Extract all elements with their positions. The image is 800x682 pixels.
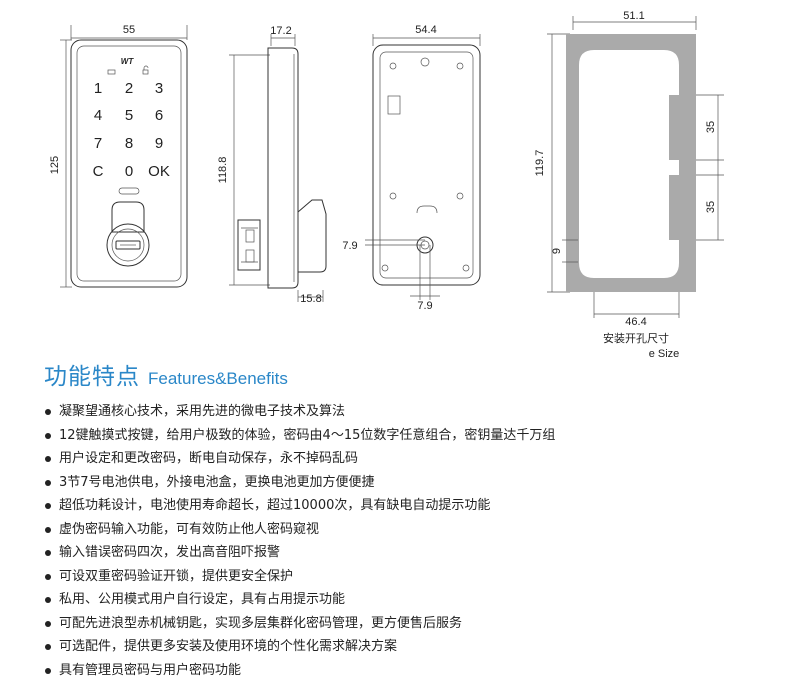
side-bottom-label: 15.8	[300, 293, 321, 305]
feature-item: 凝聚望通核心技术，采用先进的微电子技术及算法	[42, 400, 555, 424]
key-1: 1	[94, 80, 102, 97]
cutout-caption-en: e Size	[649, 348, 680, 360]
section-heading: 功能特点 Features&Benefits	[44, 357, 288, 391]
key-9: 9	[155, 135, 163, 152]
back-view: 54.4 7.9 7.9	[342, 24, 480, 312]
key-4: 4	[94, 107, 102, 124]
cutout-segment-label-2: 35	[705, 201, 717, 213]
front-height-label: 125	[49, 156, 61, 174]
feature-item: 用户设定和更改密码，断电自动保存，永不掉码乱码	[42, 447, 555, 471]
key-0: 0	[125, 163, 133, 180]
feature-item: 输入错误密码四次，发出高音阻吓报警	[42, 541, 555, 565]
feature-item: 虚伪密码输入功能，可有效防止他人密码窥视	[42, 518, 555, 542]
side-height-label: 118.8	[217, 157, 229, 184]
feature-item: 具有管理员密码与用户密码功能	[42, 659, 555, 682]
key-7: 7	[94, 135, 102, 152]
key-5: 5	[125, 107, 133, 124]
feature-item: 3节7号电池供电，外接电池盒，更换电池更加方便便捷	[42, 471, 555, 495]
cutout-small-label: 9	[551, 248, 563, 254]
back-width-label: 54.4	[415, 24, 436, 36]
cutout-caption-zh: 安装开孔尺寸	[603, 331, 669, 345]
section-title-zh: 功能特点	[44, 364, 140, 390]
feature-item: 超低功耗设计，电池使用寿命超长，超过10000次，具有缺电自动提示功能	[42, 494, 555, 518]
key-8: 8	[125, 135, 133, 152]
section-title-en: Features&Benefits	[148, 369, 288, 388]
cutout-height-label: 119.7	[534, 150, 546, 177]
cutout-segment-label-1: 35	[705, 121, 717, 133]
feature-item: 可设双重密码验证开锁，提供更安全保护	[42, 565, 555, 589]
feature-item: 私用、公用模式用户自行设定，具有占用提示功能	[42, 588, 555, 612]
front-view: 55 125 WT 1 2 3 4 5 6 7 8 9 C 0 OK	[49, 24, 187, 287]
feature-list: 凝聚望通核心技术，采用先进的微电子技术及算法 12键触摸式按键，给用户极致的体验…	[42, 400, 555, 682]
key-2: 2	[125, 80, 133, 97]
back-offset-bottom-label: 7.9	[417, 300, 432, 312]
feature-item: 可选配件，提供更多安装及使用环境的个性化需求解决方案	[42, 635, 555, 659]
key-6: 6	[155, 107, 163, 124]
cutout-top-label: 51.1	[623, 10, 644, 22]
back-offset-left-label: 7.9	[342, 240, 357, 252]
key-ok: OK	[148, 163, 170, 180]
key-3: 3	[155, 80, 163, 97]
feature-item: 12键触摸式按键，给用户极致的体验，密码由4～15位数字任意组合，密钥量达千万组	[42, 424, 555, 448]
brand-logo: WT	[121, 57, 135, 66]
cutout-view: 51.1 119.7 35 35 9 46.4 安装开孔尺寸 e Size	[534, 10, 724, 360]
technical-drawing: 55 125 WT 1 2 3 4 5 6 7 8 9 C 0 OK 17.2	[0, 0, 800, 360]
side-top-label: 17.2	[270, 25, 291, 37]
front-width-label: 55	[123, 24, 135, 36]
side-view: 17.2 118.8 15.8	[217, 25, 326, 305]
feature-item: 可配先进浪型赤机械钥匙，实现多层集群化密码管理，更方便售后服务	[42, 612, 555, 636]
cutout-bottom-label: 46.4	[625, 316, 646, 328]
key-c: C	[93, 163, 104, 180]
